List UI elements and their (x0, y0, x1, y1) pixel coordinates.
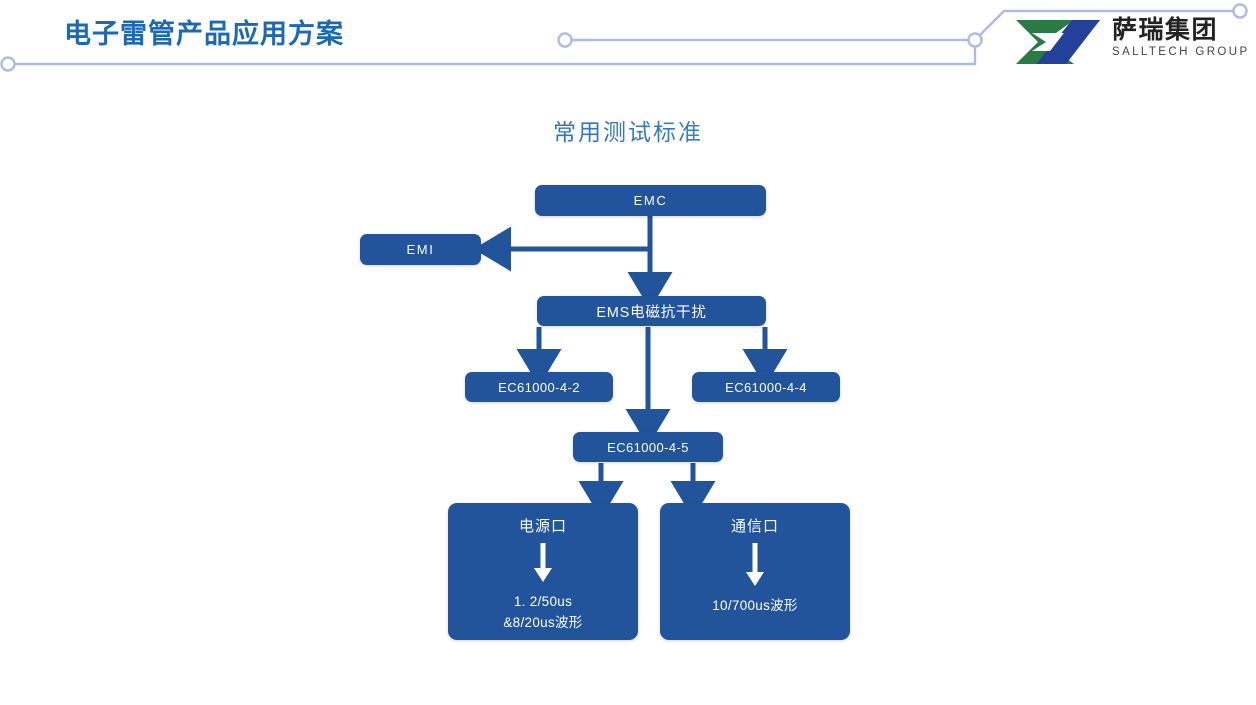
logo-wordmark: 萨瑞集团 SALLTECH GROUP (1112, 16, 1248, 68)
down-arrow-icon (746, 543, 764, 586)
flow-node-ems-label: EMS电磁抗干扰 (596, 304, 707, 321)
flow-node-ec61000-4-2-label: EC61000-4-2 (498, 379, 580, 395)
flow-node-ec61000-4-5[interactable]: EC61000-4-5 (573, 432, 723, 462)
circle-node-icon (967, 32, 983, 48)
flow-node-ec61000-4-5-label: EC61000-4-5 (607, 439, 689, 455)
page-title: 电子雷管产品应用方案 (64, 19, 344, 49)
section-heading: 常用测试标准 (0, 113, 1256, 147)
flow-node-comm-port-title: 通信口 (730, 518, 779, 535)
logo-chinese-name: 萨瑞集团 (1112, 16, 1219, 44)
header-decoration-line (0, 3, 1248, 72)
brand-logo: 萨瑞集团 SALLTECH GROUP (1012, 16, 1248, 68)
flow-node-ec61000-4-4[interactable]: EC61000-4-4 (692, 372, 840, 402)
flow-node-ems[interactable]: EMS电磁抗干扰 (537, 296, 766, 326)
flow-node-ec61000-4-2[interactable]: EC61000-4-2 (465, 372, 613, 402)
power-port-sub-line1: 1. 2/50us (513, 594, 573, 609)
logo-english-name: SALLTECH GROUP (1112, 46, 1250, 58)
flow-node-power-port-subtext: 1. 2/50us &8/20us波形 (503, 591, 582, 633)
flow-node-emi[interactable]: EMI (360, 234, 481, 265)
salltech-sz-mark-icon (1016, 20, 1100, 64)
flow-node-emc[interactable]: EMC (535, 185, 766, 216)
down-arrow-icon (534, 543, 552, 582)
power-port-sub-line2: &8/20us波形 (503, 615, 583, 630)
circle-node-icon (1232, 3, 1248, 19)
flow-node-power-port-title: 电源口 (518, 518, 567, 535)
edge-emc-to-emi (473, 216, 653, 272)
circle-node-icon (557, 32, 573, 48)
slide-header: 电子雷管产品应用方案 萨瑞集团 SALLTECH GROUP (0, 0, 1256, 85)
comm-port-sub-line1: 10/700us波形 (712, 598, 798, 613)
flow-node-power-port[interactable]: 电源口 1. 2/50us &8/20us波形 (448, 503, 638, 640)
flow-node-comm-port[interactable]: 通信口 10/700us波形 (660, 503, 850, 640)
circle-node-icon (0, 56, 16, 72)
flow-node-ec61000-4-4-label: EC61000-4-4 (725, 379, 807, 395)
flow-node-emi-label: EMI (406, 242, 435, 257)
flow-node-comm-port-subtext: 10/700us波形 (712, 595, 798, 616)
flow-node-emc-label: EMC (633, 193, 668, 208)
